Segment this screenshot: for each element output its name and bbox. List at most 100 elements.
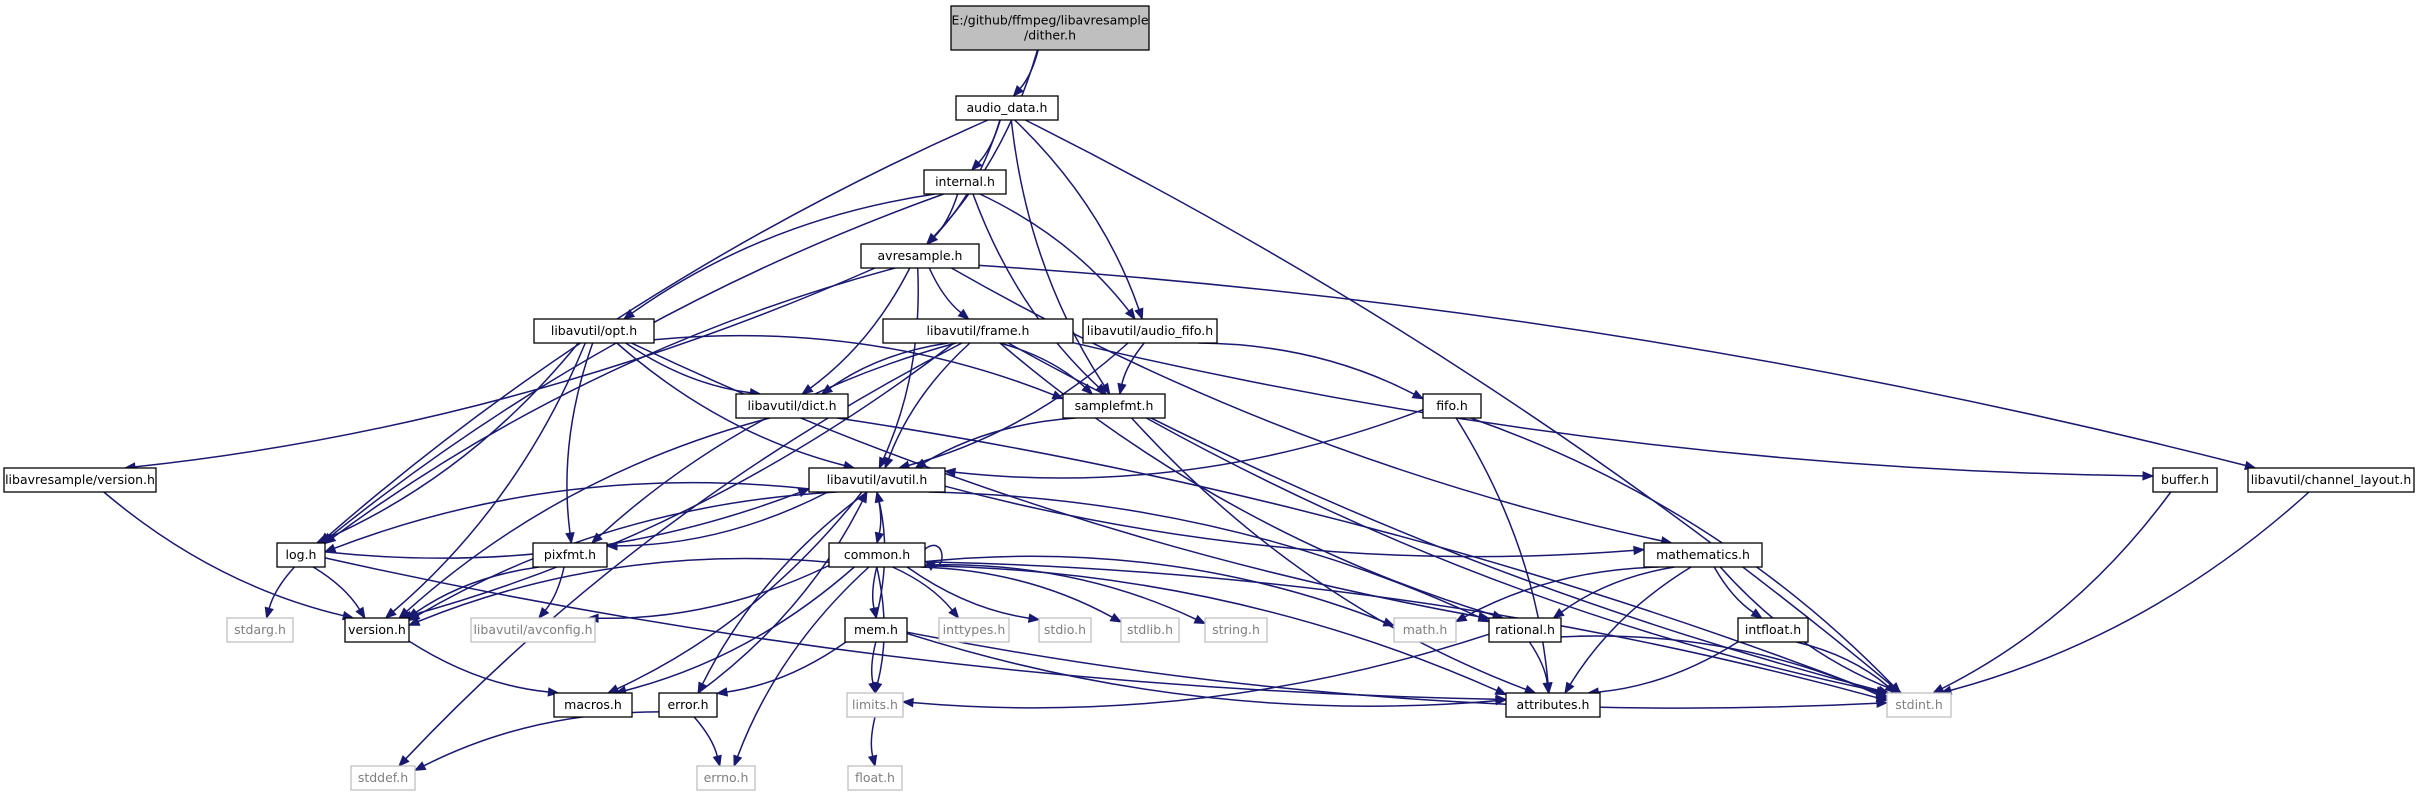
edge-frame-to-samplefmt	[999, 342, 1094, 395]
node-internal[interactable]: internal.h	[923, 169, 1007, 195]
node-box	[1886, 692, 1952, 718]
node-label: inttypes.h	[943, 622, 1006, 637]
node-label: rational.h	[1495, 622, 1555, 637]
node-label: internal.h	[935, 174, 995, 189]
node-common[interactable]: common.h	[828, 542, 926, 568]
node-stdint: stdint.h	[1886, 692, 1952, 718]
node-buffer[interactable]: buffer.h	[2152, 467, 2218, 493]
node-label: macros.h	[564, 697, 622, 712]
node-label: libavutil/audio_fifo.h	[1087, 323, 1213, 338]
node-label: libavutil/dict.h	[748, 398, 837, 413]
node-box	[470, 617, 596, 643]
node-label: intfloat.h	[1745, 622, 1801, 637]
node-version[interactable]: version.h	[344, 617, 410, 643]
node-box	[846, 692, 904, 718]
node-box	[1120, 617, 1180, 643]
edge-mem-to-limits	[868, 641, 878, 695]
node-box	[828, 542, 926, 568]
node-box	[553, 692, 633, 718]
node-avresample[interactable]: avresample.h	[860, 243, 980, 269]
node-box	[847, 765, 903, 791]
edge-mem-to-stdint	[906, 631, 1889, 709]
node-label: stddef.h	[358, 770, 408, 785]
node-attributes[interactable]: attributes.h	[1505, 692, 1601, 718]
edge-version-to-macros	[408, 640, 560, 697]
node-samplefmt[interactable]: samplefmt.h	[1062, 393, 1166, 419]
node-stddef: stddef.h	[350, 765, 416, 791]
edge-audio_data-to-audio_fifo	[1014, 119, 1144, 321]
edge-avutil-to-rational	[928, 491, 1491, 623]
node-audio-fifo[interactable]: libavutil/audio_fifo.h	[1082, 318, 1218, 344]
node-box	[658, 692, 718, 718]
node-label: limits.h	[852, 697, 898, 712]
node-dict[interactable]: libavutil/dict.h	[735, 393, 849, 419]
edge-samplefmt-to-avutil	[914, 417, 1076, 469]
edge-error-to-errno	[693, 716, 722, 768]
edge-rational-to-attributes	[1528, 641, 1552, 695]
edge-dither-to-audio_data	[1012, 49, 1039, 98]
node-box	[1643, 542, 1763, 568]
node-label: samplefmt.h	[1075, 398, 1154, 413]
node-rational[interactable]: rational.h	[1488, 617, 1562, 643]
node-stdarg: stdarg.h	[226, 617, 294, 643]
edge-common-to-macros	[614, 566, 855, 695]
node-label: avresample.h	[878, 248, 963, 263]
node-intfloat[interactable]: intfloat.h	[1737, 617, 1809, 643]
edge-frame-to-avutil	[884, 342, 971, 470]
edge-frame-to-stddef	[398, 342, 963, 767]
edge-dict-to-version	[398, 417, 770, 619]
edge-mem-to-attributes	[906, 632, 1508, 707]
edge-common-to-attributes	[924, 564, 1508, 696]
edge-common-to-errno	[733, 566, 870, 768]
node-box	[808, 467, 946, 493]
node-audio-data[interactable]: audio_data.h	[955, 95, 1059, 121]
node-avutil[interactable]: libavutil/avutil.h	[808, 467, 946, 493]
node-box	[1422, 393, 1482, 419]
node-box	[735, 393, 849, 419]
node-label: libavutil/opt.h	[551, 323, 637, 338]
node-opt[interactable]: libavutil/opt.h	[533, 318, 655, 344]
edge-intfloat-to-attributes	[1586, 641, 1739, 697]
node-label: pixfmt.h	[544, 547, 596, 562]
node-macros[interactable]: macros.h	[553, 692, 633, 718]
edge-common-to-mem	[869, 566, 879, 620]
edge-mem-to-error	[715, 641, 847, 697]
node-label: errno.h	[704, 770, 749, 785]
node-mem[interactable]: mem.h	[844, 617, 908, 643]
node-label: stdarg.h	[234, 622, 286, 637]
node-label: libavutil/frame.h	[927, 323, 1030, 338]
node-box	[955, 95, 1059, 121]
node-lavr-version[interactable]: libavresample/version.h	[3, 467, 157, 493]
node-float: float.h	[847, 765, 903, 791]
edge-avresample-to-mathematics	[951, 267, 1673, 546]
node-stdio: stdio.h	[1038, 617, 1092, 643]
node-dither[interactable]: E:/github/ffmpeg/libavresample/dither.h	[950, 5, 1150, 51]
edge-opt-to-rational	[631, 342, 1491, 622]
node-pixfmt[interactable]: pixfmt.h	[532, 542, 608, 568]
node-box	[350, 765, 416, 791]
node-box	[844, 617, 908, 643]
node-label: audio_data.h	[967, 100, 1048, 115]
node-frame[interactable]: libavutil/frame.h	[882, 318, 1074, 344]
edge-internal-to-avresample	[926, 193, 959, 245]
edge-common-to-stdio	[906, 566, 1041, 623]
edge-avresample-to-lavr_version	[123, 267, 876, 472]
node-label: stdio.h	[1044, 622, 1086, 637]
edge-limits-to-float	[867, 716, 878, 768]
node-label: libavresample/version.h	[5, 472, 155, 487]
node-fifo[interactable]: fifo.h	[1422, 393, 1482, 419]
node-error[interactable]: error.h	[658, 692, 718, 718]
node-mathematics[interactable]: mathematics.h	[1643, 542, 1763, 568]
edge-pixfmt-to-version	[406, 566, 540, 619]
edge-mathematics-to-intfloat	[1713, 566, 1763, 619]
nodes-layer: E:/github/ffmpeg/libavresample/dither.h a…	[3, 5, 2415, 791]
edge-avresample-to-channel_layout	[978, 264, 2257, 470]
edge-common-to-math	[924, 555, 1396, 627]
edge-audio_data-to-internal	[970, 119, 1001, 171]
edge-audio_fifo-to-avutil	[897, 342, 1129, 470]
edge-avresample-to-avutil	[878, 267, 919, 470]
node-channel-layout[interactable]: libavutil/channel_layout.h	[2247, 467, 2415, 493]
node-log[interactable]: log.h	[276, 542, 326, 568]
node-label: mathematics.h	[1656, 547, 1750, 562]
